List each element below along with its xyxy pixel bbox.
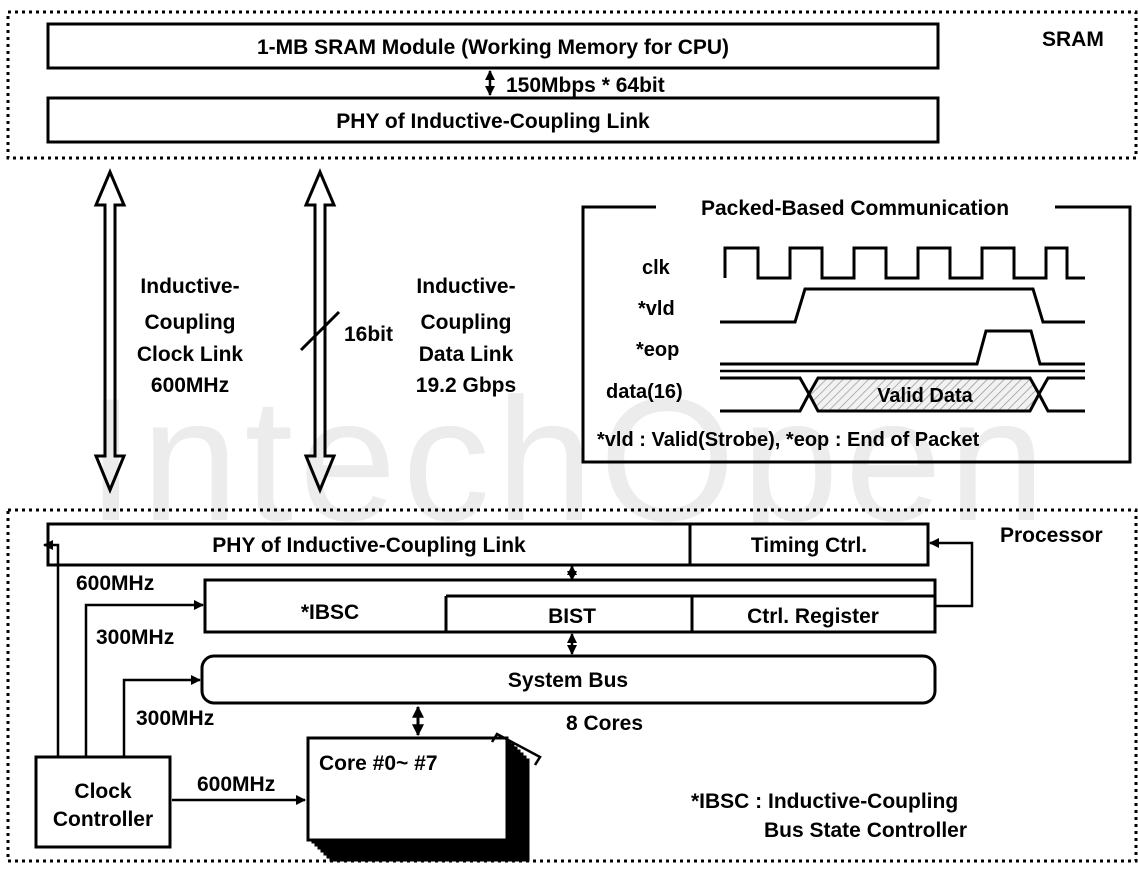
freq-bus-label: 300MHz xyxy=(136,707,214,730)
bus-width-label: 16bit xyxy=(344,323,393,346)
processor-phy-label: PHY of Inductive-Coupling Link xyxy=(212,534,526,557)
signal-label-eop: *eop xyxy=(636,339,679,361)
freq-core-label: 600MHz xyxy=(197,773,275,796)
clock-link-line-1: Inductive- xyxy=(140,275,239,298)
clock-to-bus xyxy=(122,675,201,757)
clock-controller-line-2: Controller xyxy=(53,808,153,831)
clock-link-line-2: Coupling xyxy=(145,311,236,334)
signal-label-data: data(16) xyxy=(606,381,683,403)
bist-label: BIST xyxy=(548,605,596,628)
ctrl-register-label: Ctrl. Register xyxy=(747,605,879,628)
sram-module-label: 1-MB SRAM Module (Working Memory for CPU… xyxy=(257,36,729,59)
data-link-line-2: Coupling xyxy=(421,311,512,334)
signal-label-clk: clk xyxy=(642,257,671,279)
data-link-label: Inductive- Coupling Data Link 19.2 Gbps xyxy=(416,275,516,397)
sram-phy-box xyxy=(46,96,940,144)
system-bus-label: System Bus xyxy=(508,669,628,692)
clock-controller-box xyxy=(34,755,172,849)
core-stack xyxy=(306,736,530,862)
packet-panel-frame xyxy=(581,205,1132,464)
bus-width-slash xyxy=(299,310,341,352)
ibsc-footnote-line-1: *IBSC : Inductive-Coupling xyxy=(691,790,958,813)
ctrl-to-timing-feedback xyxy=(929,538,974,608)
clock-controller-line-1: Clock xyxy=(74,780,132,803)
core-front-box xyxy=(306,736,509,842)
packet-panel-title: Packed-Based Communication xyxy=(701,197,1009,220)
clock-link-double-arrow xyxy=(93,168,127,494)
sram-phy-label: PHY of Inductive-Coupling Link xyxy=(336,110,650,133)
ibsc-box xyxy=(203,578,937,634)
freq-phy-label: 600MHz xyxy=(76,572,154,595)
clock-to-phy xyxy=(43,540,60,757)
vld-waveform xyxy=(720,287,1085,324)
packet-note: *vld : Valid(Strobe), *eop : End of Pack… xyxy=(597,429,980,451)
system-bus-box xyxy=(200,654,937,705)
processor-label: Processor xyxy=(1000,524,1103,547)
ibsc-label: *IBSC xyxy=(301,601,359,624)
freq-ibsc-label: 300MHz xyxy=(96,626,174,649)
sram-module-box xyxy=(46,22,940,70)
cores-label: Core #0~ #7 xyxy=(319,752,438,775)
eop-waveform xyxy=(720,329,1085,366)
sram-label: SRAM xyxy=(1042,28,1104,51)
valid-data-hatch xyxy=(809,378,1039,411)
sram-bandwidth-label: 150Mbps * 64bit xyxy=(506,74,665,97)
valid-data-label: Valid Data xyxy=(877,385,973,407)
packet-timing-panel: Packed-Based Communication clk *vld *eop… xyxy=(581,197,1132,464)
clock-link-line-4: 600MHz xyxy=(151,374,229,397)
ibsc-footnote-line-2: Bus State Controller xyxy=(764,819,967,842)
timing-ctrl-label: Timing Ctrl. xyxy=(751,534,867,557)
signal-label-vld: *vld xyxy=(638,298,675,320)
data-link-line-1: Inductive- xyxy=(416,275,515,298)
data-link-double-arrow xyxy=(303,168,337,494)
timing-ctrl-box xyxy=(688,522,930,567)
processor-region xyxy=(6,508,1138,863)
data-link-line-4: 19.2 Gbps xyxy=(416,374,516,397)
data-link-line-3: Data Link xyxy=(419,343,514,366)
clock-to-ibsc xyxy=(84,600,204,757)
clock-link-label: Inductive- Coupling Clock Link 600MHz xyxy=(137,275,244,397)
clock-link-line-3: Clock Link xyxy=(137,343,244,366)
data-bus-waveform xyxy=(720,376,1085,413)
clk-waveform xyxy=(723,246,1085,280)
core-count-label: 8 Cores xyxy=(566,712,643,735)
core-count-bracket xyxy=(490,732,542,766)
